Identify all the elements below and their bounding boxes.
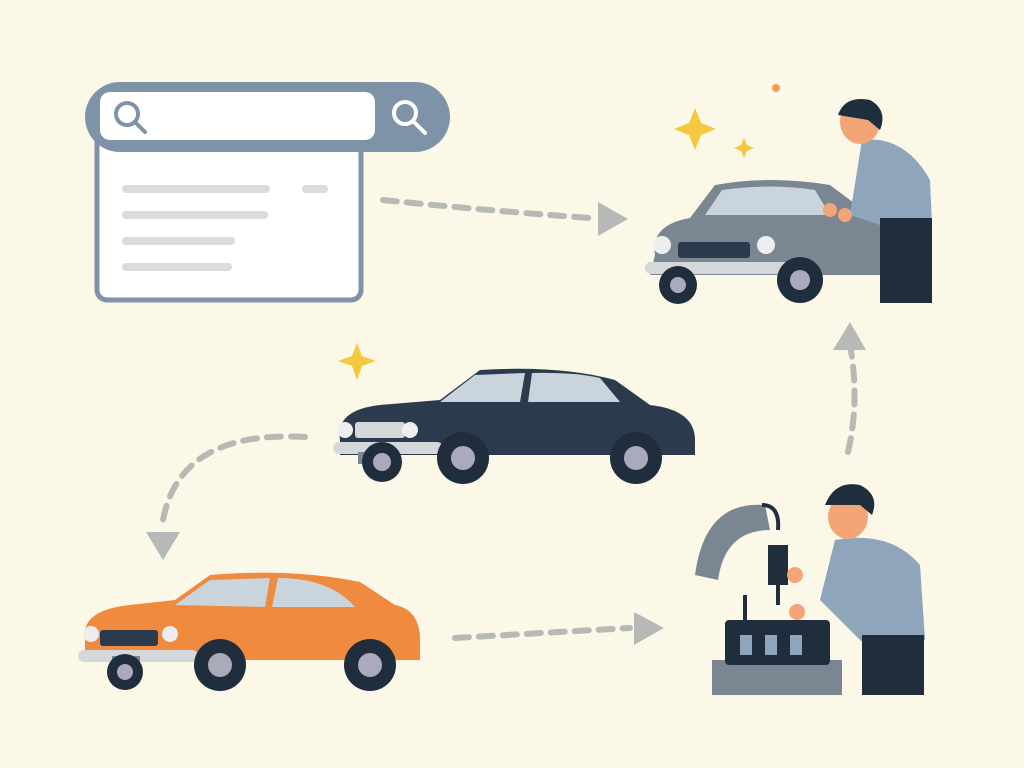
dark-car [333,368,695,484]
dashed-arrow-icon [160,197,858,641]
person-icon [823,99,932,303]
search-input[interactable] [100,92,375,140]
arrowheads [146,202,866,645]
person-icon [787,484,925,695]
search-results-window [85,82,450,303]
search-button-icon[interactable] [392,100,427,135]
sparkle-icon [338,108,754,380]
orange-car [78,572,420,691]
result-lines [122,185,328,271]
gray-car [645,180,885,304]
machine-icon [695,503,842,695]
search-icon [114,101,147,134]
